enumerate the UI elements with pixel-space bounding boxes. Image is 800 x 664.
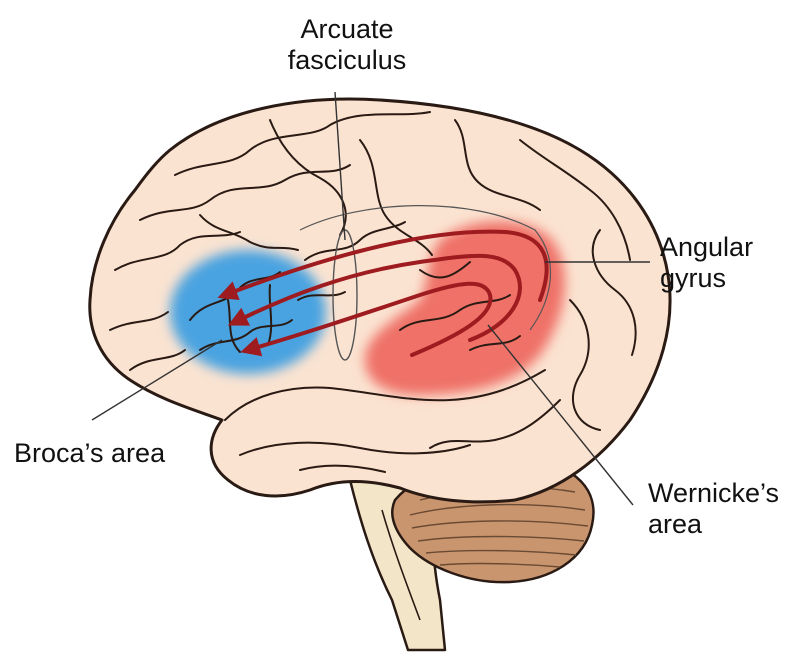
label-arcuate-line-2: fasciculus [287, 45, 407, 75]
label-wernickes-line-2: area [648, 509, 703, 539]
arcuate-arrows [217, 229, 549, 357]
brainstem-fold [381, 509, 421, 621]
label-wernickes-area: Wernicke’s area [648, 478, 779, 540]
arrow-middle [227, 253, 522, 342]
label-brocas-line-1: Broca’s area [14, 438, 166, 468]
cerebrum [88, 97, 672, 504]
label-arcuate-line-1: Arcuate [300, 14, 394, 44]
label-angular-line-1: Angular [660, 232, 754, 262]
label-wernickes-line-1: Wernicke’s [648, 478, 780, 508]
label-angular-gyrus: Angular gyrus [660, 232, 753, 294]
label-brocas-area: Broca’s area [14, 438, 165, 469]
arcuate-fasciculus-outline [299, 205, 552, 331]
leader-lines [91, 91, 650, 506]
leader-arcuate [334, 91, 346, 241]
label-arcuate-fasciculus: Arcuate fasciculus [262, 14, 432, 76]
leader-wernicke [487, 324, 634, 506]
arrow-upper [217, 229, 549, 302]
leader-broca [91, 339, 223, 421]
arrow-lower [240, 281, 493, 357]
label-angular-line-2: gyrus [660, 263, 727, 293]
